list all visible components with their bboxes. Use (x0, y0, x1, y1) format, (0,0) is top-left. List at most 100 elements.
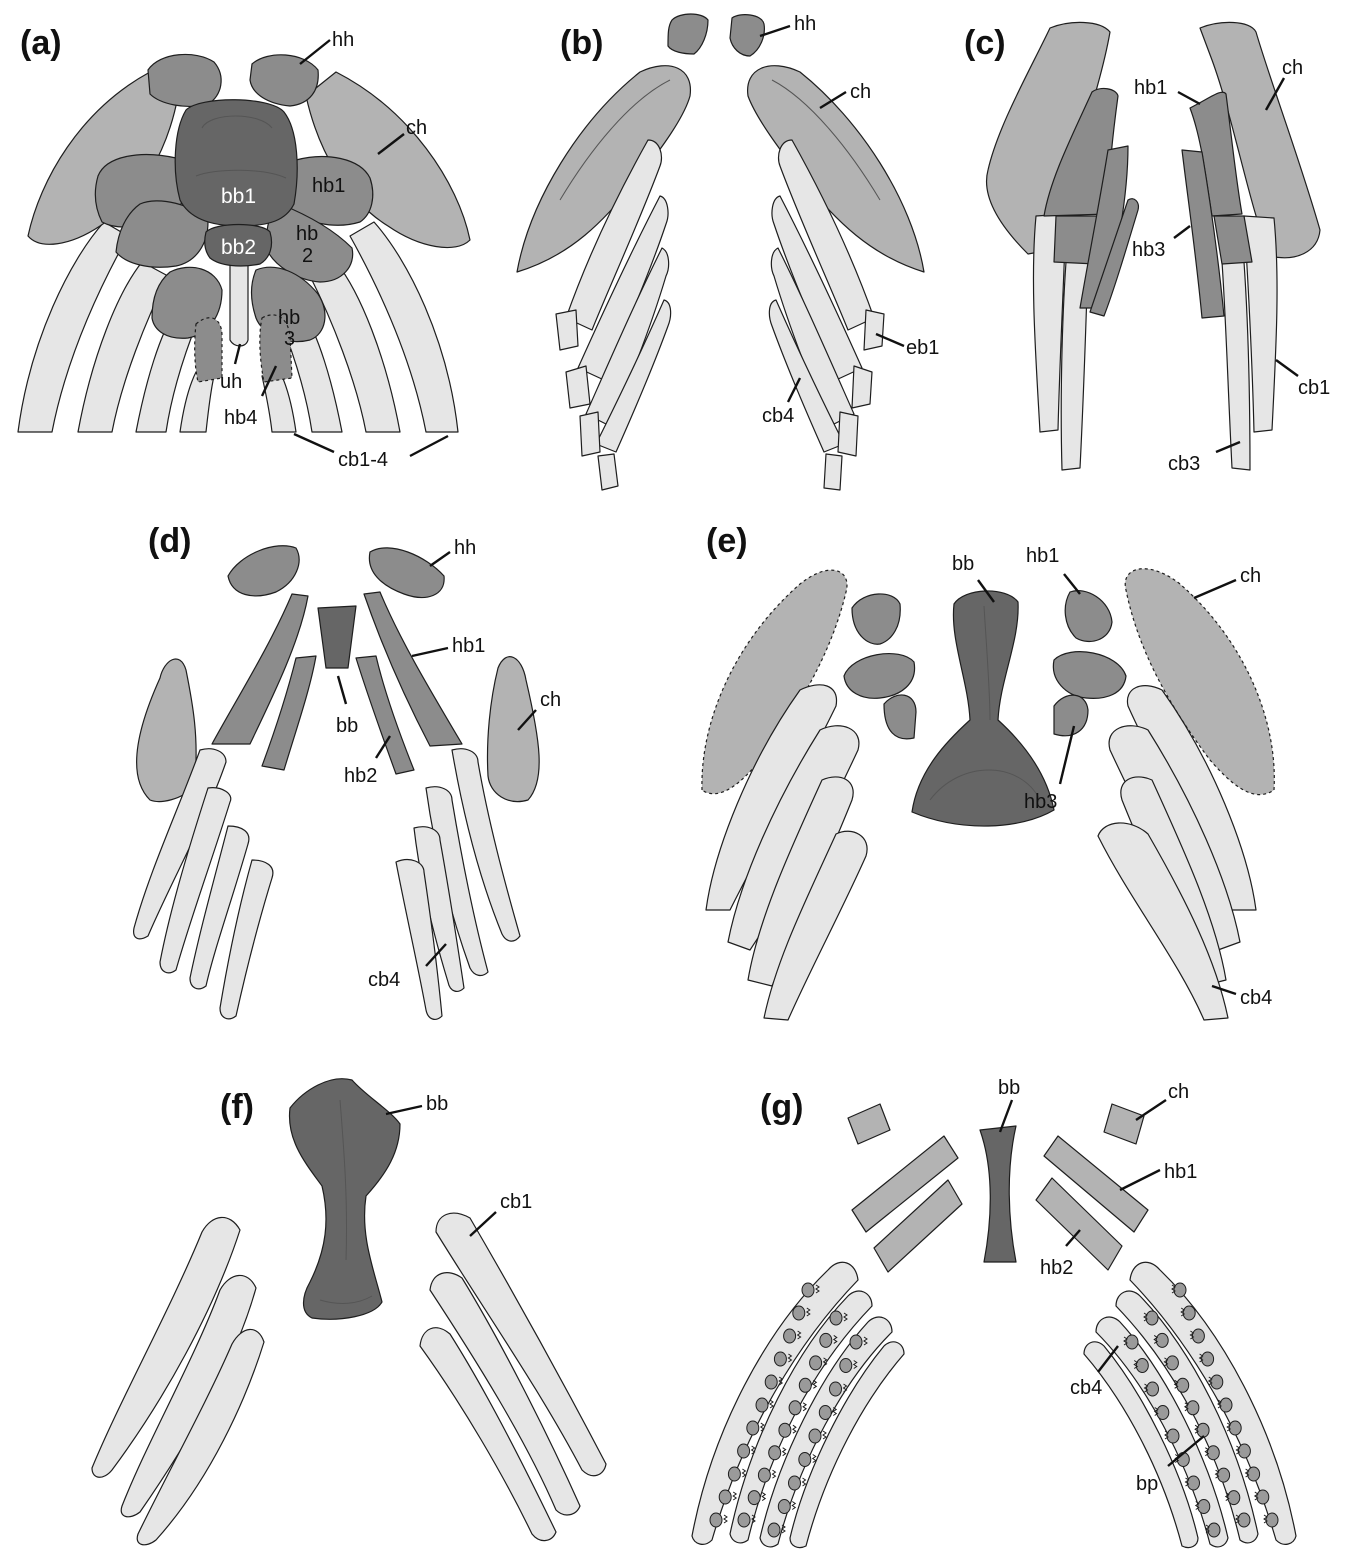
tooth-plate (820, 1333, 832, 1347)
tooth-plate-spines (792, 1502, 795, 1510)
label-eb1: eb1 (906, 337, 939, 359)
label-cb4: cb4 (1240, 987, 1272, 1009)
tooth-plate (799, 1453, 811, 1467)
basibranchial (318, 606, 356, 668)
tooth-plate (765, 1375, 777, 1389)
tooth-plate (1177, 1378, 1189, 1392)
ceratohyal (487, 657, 539, 802)
tooth-plate (1248, 1467, 1260, 1481)
tooth-plate-spines (733, 1492, 736, 1500)
label-hb3-b: 3 (284, 328, 295, 350)
hypobranchial-4 (195, 318, 222, 382)
label-bb2: bb2 (221, 236, 256, 259)
label-cb4: cb4 (368, 969, 400, 991)
epibranchial (556, 310, 578, 350)
tooth-plate (1198, 1500, 1210, 1514)
basibranchial (289, 1079, 400, 1320)
label-hb1: hb1 (1164, 1161, 1197, 1183)
tooth-plate (850, 1335, 862, 1349)
label-cb1: cb1 (500, 1191, 532, 1213)
tooth-plate (774, 1352, 786, 1366)
tooth-plate (1167, 1429, 1179, 1443)
tooth-plate (1238, 1513, 1250, 1527)
tooth-plate-spines (803, 1403, 806, 1411)
tooth-plate (1156, 1333, 1168, 1347)
label-cb1-4: cb1-4 (338, 449, 388, 471)
panel-b-letter: (b) (560, 24, 603, 62)
panel-g: (g) bb ch hb1 hb2 cb4 bp (692, 1077, 1296, 1548)
label-ch: ch (1240, 565, 1261, 587)
tooth-plate-spines (793, 1425, 796, 1433)
hypohyal (730, 15, 764, 56)
tooth-plate-spines (770, 1400, 773, 1408)
tooth-plate (1218, 1468, 1230, 1482)
label-hb2: hb2 (344, 765, 377, 787)
label-bb: bb (336, 715, 358, 737)
tooth-plate-spines (761, 1423, 764, 1431)
tooth-plate (802, 1283, 814, 1297)
tooth-plate (1220, 1398, 1232, 1412)
tooth-plate (747, 1421, 759, 1435)
tooth-plate (758, 1468, 770, 1482)
panel-b: (b) hh ch eb1 cb4 (517, 13, 939, 490)
panel-d-letter: (d) (148, 522, 191, 560)
epibranchial (864, 310, 884, 350)
label-ch: ch (850, 81, 871, 103)
tooth-plate (1188, 1476, 1200, 1490)
label-hb1: hb1 (452, 635, 485, 657)
tooth-plate (1146, 1311, 1158, 1325)
label-hb2-b: 2 (302, 245, 313, 267)
label-cb1: cb1 (1298, 377, 1330, 399)
tooth-plate-spines (803, 1478, 806, 1486)
tooth-plate (1211, 1375, 1223, 1389)
tooth-plate (1126, 1335, 1138, 1349)
panel-c: (c) hb1 ch hb3 cb1 cb3 (964, 22, 1330, 475)
label-hh: hh (454, 537, 476, 559)
tooth-plate (830, 1382, 842, 1396)
label-hb3-a: hb (278, 307, 300, 329)
label-hb1: hb1 (1026, 545, 1059, 567)
tooth-plate (769, 1446, 781, 1460)
label-hb2-a: hb (296, 223, 318, 245)
epibranchial (852, 366, 872, 408)
tooth-plate (719, 1490, 731, 1504)
tooth-plate (738, 1513, 750, 1527)
ceratohyal (848, 1104, 890, 1144)
label-bb: bb (426, 1093, 448, 1115)
tooth-plate-spines (752, 1446, 755, 1454)
label-bb1: bb1 (221, 185, 256, 208)
label-bb: bb (998, 1077, 1020, 1099)
tooth-plate (810, 1356, 822, 1370)
label-hb4: hb4 (224, 407, 257, 429)
hypobranchial-3 (884, 695, 916, 739)
tooth-plate (1166, 1356, 1178, 1370)
tooth-plate-spines (772, 1470, 775, 1478)
tooth-plate (784, 1329, 796, 1343)
tooth-plate-spines (813, 1455, 816, 1463)
tooth-plate (1147, 1382, 1159, 1396)
label-hb3: hb3 (1024, 791, 1057, 813)
tooth-plate-spines (762, 1493, 765, 1501)
ceratobranchial (180, 372, 214, 432)
hypobranchial-1 (852, 594, 900, 644)
label-ch: ch (1168, 1081, 1189, 1103)
hypohyal (228, 546, 299, 596)
panel-d: (d) hh hb1 bb ch hb2 cb4 (134, 522, 562, 1019)
label-cb4: cb4 (762, 405, 794, 427)
label-hb1: hb1 (312, 175, 345, 197)
tooth-plate (756, 1398, 768, 1412)
label-hb1: hb1 (1134, 77, 1167, 99)
tooth-plate (1202, 1352, 1214, 1366)
tooth-plate (748, 1491, 760, 1505)
tooth-plate (779, 1423, 791, 1437)
epibranchial (566, 366, 590, 408)
hypohyal (148, 54, 221, 106)
label-bp: bp (1136, 1473, 1158, 1495)
tooth-plate (1136, 1359, 1148, 1373)
ceratohyal (1104, 1104, 1144, 1144)
tooth-plate (1197, 1423, 1209, 1437)
label-cb4: cb4 (1070, 1377, 1102, 1399)
hypobranchial-1 (1065, 591, 1112, 642)
label-cb3: cb3 (1168, 453, 1200, 475)
